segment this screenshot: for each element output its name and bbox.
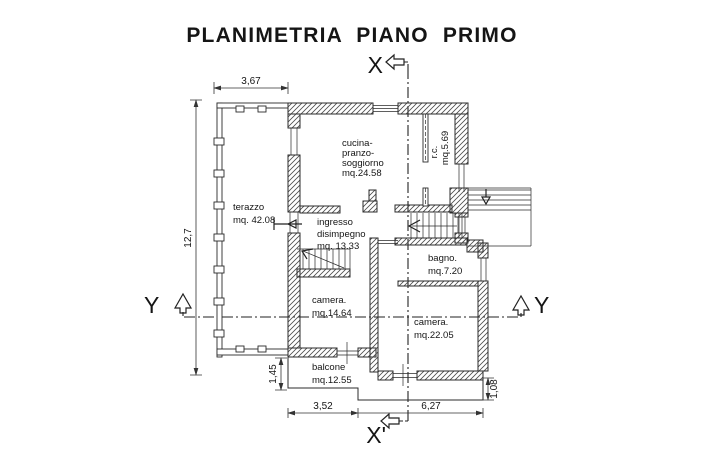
room-area-cucina: mq.24.58	[342, 168, 382, 179]
section-arrow-x-bottom-icon	[380, 412, 400, 430]
terrace-railing	[213, 102, 289, 358]
axis-label-x-bottom: X'	[366, 422, 386, 448]
window-rc-wall	[458, 164, 465, 192]
axis-label-y-left: Y	[144, 292, 159, 318]
room-label-cucina-2: pranzo-	[342, 148, 374, 159]
room-area-terrazzo: mq. 42.08	[233, 215, 275, 226]
section-arrow-y-left-icon	[173, 292, 193, 314]
balcony-outline	[287, 357, 484, 401]
dim-step-height: 1,08	[489, 379, 500, 399]
door-balcone	[337, 342, 358, 364]
stair-down-arrow-icon	[480, 189, 492, 206]
section-arrow-y-right-icon	[511, 294, 531, 316]
main-staircase	[407, 213, 463, 238]
room-area-camera-nord: mq.14.64	[312, 308, 352, 319]
room-label-cucina-1: cucina-	[342, 138, 373, 149]
door-swing-marker	[273, 218, 302, 230]
room-label-ingresso-1: ingresso	[317, 217, 353, 228]
dim-bottom-left-width: 3,52	[313, 401, 333, 412]
dim-balcony-depth: 1,45	[268, 364, 279, 384]
openings	[273, 105, 487, 386]
room-area-ingresso: mq. 13.33	[317, 241, 359, 252]
room-area-rc: mq.5.69	[440, 131, 451, 165]
room-labels: terazzo mq. 42.08 cucina- pranzo- soggio…	[233, 131, 462, 386]
walls	[287, 102, 489, 381]
room-label-terrazzo: terazzo	[233, 202, 264, 213]
room-label-camera-sud: camera.	[414, 317, 448, 328]
room-label-balcone: balcone	[312, 362, 345, 373]
room-label-rc: r.c.	[429, 146, 440, 159]
room-area-camera-sud: mq.22.05	[414, 330, 454, 341]
room-label-cucina-3: soggiorno	[342, 158, 384, 169]
door-landing	[457, 217, 466, 233]
external-staircase	[468, 187, 532, 247]
room-area-balcone: mq.12.55	[312, 375, 352, 386]
dim-bottom-right-width: 6,27	[421, 401, 441, 412]
door-bagno	[378, 240, 398, 244]
window-left-wall	[290, 128, 298, 155]
room-label-ingresso-2: disimpegno	[317, 229, 366, 240]
room-area-bagno: mq.7.20	[428, 266, 462, 277]
section-markers: X X' Y Y	[144, 52, 549, 448]
door-camera-sud	[393, 364, 417, 386]
chimney	[362, 200, 378, 213]
page-title: PLANIMETRIA PIANO PRIMO	[186, 24, 517, 47]
room-label-camera-nord: camera.	[312, 295, 346, 306]
dim-terrace-width: 3,67	[241, 76, 261, 87]
room-label-bagno: bagno.	[428, 253, 457, 264]
axis-label-y-right: Y	[534, 292, 549, 318]
dim-terrace-height: 12,7	[183, 228, 194, 248]
axis-label-x-top: X	[368, 52, 383, 78]
dimension-lines: 3,67 12,7 1,45 3,52 6,27 1,08	[183, 76, 500, 418]
window-top-wall	[373, 105, 398, 112]
secondary-staircase	[297, 248, 351, 269]
rc-partition	[422, 113, 429, 207]
window-bagno-wall	[480, 258, 487, 281]
section-arrow-x-top-icon	[385, 53, 405, 71]
